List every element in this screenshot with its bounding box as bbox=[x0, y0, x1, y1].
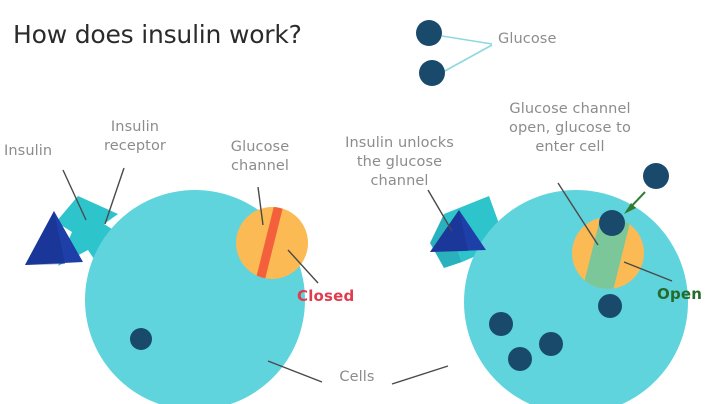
glucose-channel-closed[interactable] bbox=[236, 200, 308, 290]
glucose-molecule bbox=[419, 60, 445, 86]
label-glucose: Glucose bbox=[498, 31, 557, 47]
glucose-leader-line-upper bbox=[441, 35, 493, 45]
label-insulin-receptor: Insulin receptor bbox=[104, 119, 166, 154]
leader-line-insulin-receptor bbox=[104, 167, 125, 225]
status-badge-closed: Closed bbox=[297, 287, 355, 305]
leader-line-channel-open bbox=[557, 182, 599, 246]
leader-line-insulin-unlocks bbox=[427, 189, 453, 232]
leader-line-insulin bbox=[62, 169, 87, 221]
glucose-molecule-entering bbox=[599, 210, 625, 236]
glucose-molecule bbox=[416, 20, 442, 46]
label-channel-open-glucose-enters: Glucose channel open, glucose to enter c… bbox=[509, 101, 631, 155]
glucose-molecule-inside-cell bbox=[539, 332, 563, 356]
page-title: How does insulin work? bbox=[13, 20, 302, 49]
insulin-molecule-bound-shading bbox=[430, 210, 468, 252]
label-glucose-channel: Glucose channel bbox=[230, 139, 290, 174]
label-cells: Cells bbox=[339, 369, 375, 385]
glucose-leader-line-lower bbox=[442, 44, 493, 73]
glucose-molecule-inside-cell bbox=[489, 312, 513, 336]
cell-membrane-right bbox=[464, 190, 688, 404]
label-insulin: Insulin bbox=[4, 143, 53, 159]
leader-line-cells-left bbox=[267, 360, 323, 383]
free-glucose-group bbox=[416, 20, 493, 86]
channel-closed-stripe bbox=[253, 207, 285, 279]
insulin-molecule-shading bbox=[25, 211, 65, 265]
glucose-molecule-inside-cell bbox=[598, 294, 622, 318]
leader-line-glucose-channel bbox=[257, 186, 264, 226]
glucose-molecule-inside-cell bbox=[508, 347, 532, 371]
glucose-molecule-inside-cell bbox=[130, 328, 152, 350]
right-cell-group bbox=[391, 163, 688, 404]
leader-line-closed bbox=[287, 249, 319, 284]
label-insulin-unlocks-channel: Insulin unlocks the glucose channel bbox=[345, 135, 454, 189]
leader-line-open bbox=[623, 261, 673, 282]
left-cell-group bbox=[25, 167, 323, 404]
glucose-molecule-outside-cell bbox=[643, 163, 669, 189]
status-badge-open: Open bbox=[657, 285, 703, 303]
glucose-entry-arrow-icon bbox=[624, 191, 646, 214]
leader-line-cells-right bbox=[391, 365, 449, 385]
